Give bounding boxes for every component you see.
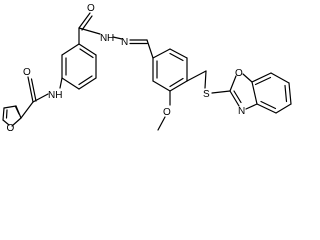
bond-ringA-5-double	[78, 75, 93, 86]
bond-ringA-6	[61, 77, 80, 90]
amide1-oxygen-label: O	[23, 67, 31, 78]
bond-bzx-o-c7a	[242, 73, 253, 83]
bond-bzx-b3-double	[284, 84, 288, 103]
bond-ringB-2-double	[169, 52, 184, 62]
bond-bzx-b3	[288, 82, 292, 105]
bond-bzx-b5	[256, 103, 277, 114]
bond-furan-c4-c5	[2, 107, 5, 121]
imine-n-label: N	[121, 37, 128, 48]
bonds	[2, 12, 292, 131]
bond-furan-c5-o	[2, 119, 10, 126]
bond-furan-c2-c3-double	[14, 105, 20, 115]
bond-ringA-2	[61, 43, 80, 56]
benzoxazole-n-label: N	[238, 106, 245, 117]
bond-amide1-cn	[32, 93, 49, 103]
bond-nh-ringA	[59, 77, 63, 89]
furan-oxygen-label: O	[7, 123, 15, 134]
bond-ringB-2	[169, 48, 188, 59]
bond-bzx-b2	[270, 72, 290, 84]
bond-furan-c3-c4	[3, 105, 17, 109]
bond-amide2-co	[78, 12, 91, 29]
bond-furan-c4-c5-double	[5, 109, 8, 119]
bond-furan-o-c2	[11, 117, 22, 127]
amide2-oxygen-label: O	[87, 3, 95, 14]
bond-o-methyl	[157, 116, 166, 131]
bond-ringA-3	[78, 43, 97, 56]
bond-ringA-3-double	[79, 48, 94, 59]
bond-ringB-1	[152, 48, 171, 59]
bond-amide1-co	[27, 76, 34, 103]
bond-ringA-5	[78, 77, 97, 90]
bond-bzx-b1	[251, 72, 272, 83]
bond-bzx-c2-n-double	[233, 90, 242, 104]
bond-bzx-b4	[275, 103, 292, 114]
bond-ringB-4	[169, 80, 188, 92]
methoxy-oxygen-label: O	[163, 107, 171, 118]
bond-amide1-co-double	[30, 78, 37, 102]
bond-ringB-4-double	[169, 77, 184, 88]
bond-bzx-fusion	[251, 81, 258, 105]
benzoxazole-oxygen-label: O	[235, 68, 243, 79]
thioether-s-label: S	[203, 89, 210, 100]
bond-bzx-c2-o	[229, 75, 237, 92]
molecule-structure: O O NH O N H N O S O N	[2, 3, 292, 134]
atom-labels: O O NH O N H N O S O N	[7, 3, 246, 134]
bond-amide2-cn	[78, 27, 101, 35]
bond-bzx-b5-double	[260, 100, 277, 110]
bond-s-c2	[211, 90, 231, 94]
hydrazide-n-label: N	[100, 33, 107, 44]
bond-ch-ringB	[146, 39, 154, 59]
bond-ringB-ch2	[186, 70, 207, 82]
bond-ch2-s	[204, 70, 207, 89]
amide1-nh-label: NH	[48, 90, 62, 101]
bond-bzx-n-c3a	[245, 103, 258, 110]
bond-bzx-b1-double	[254, 76, 272, 86]
bond-furan-amide	[20, 101, 34, 119]
bond-n-n	[112, 36, 123, 40]
bond-amide2-co-double	[81, 15, 93, 31]
hydrazide-h-label: H	[107, 33, 114, 44]
bond-bzx-c2-n	[229, 90, 240, 107]
bond-ringB-5	[152, 80, 171, 92]
